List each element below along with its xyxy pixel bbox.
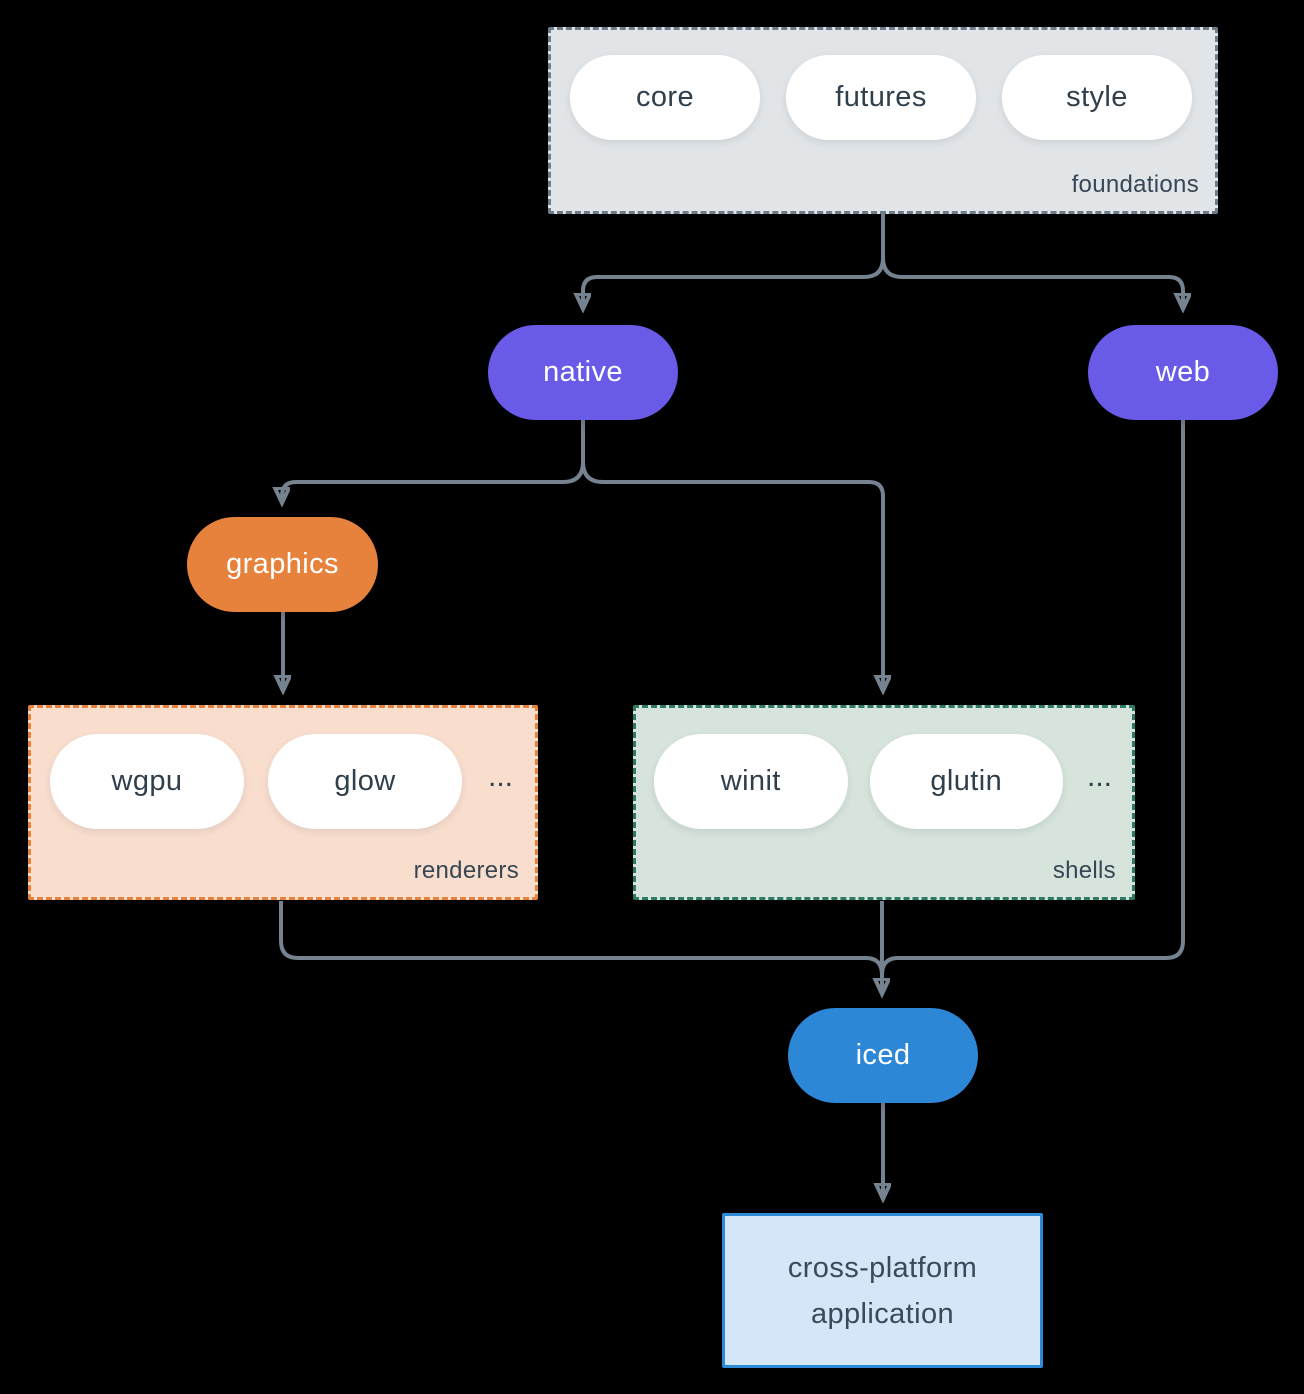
edge-renderers-iced [279, 901, 882, 993]
renderers-ellipsis: ... [488, 759, 514, 793]
node-web: web [1088, 325, 1278, 420]
edge-native-shells [581, 461, 883, 690]
edge-web-iced [880, 420, 1185, 990]
node-iced: iced [788, 1008, 978, 1103]
node-futures: futures [786, 55, 976, 140]
edge-foundations-native [583, 257, 885, 308]
application-label-line2: application [810, 1297, 955, 1330]
edge-native-graphics [282, 461, 585, 502]
node-core: core [570, 55, 760, 140]
application-label-line1: cross-platform [787, 1251, 978, 1284]
node-style: style [1002, 55, 1192, 140]
node-wgpu: wgpu [50, 734, 244, 829]
node-graphics: graphics [187, 517, 378, 612]
foundations-label: foundations [1071, 171, 1199, 198]
shells-label: shells [1052, 857, 1116, 884]
node-glutin: glutin [869, 734, 1063, 829]
group-renderers: wgpu glow ... renderers [28, 705, 538, 900]
node-application: cross-platform application [722, 1213, 1043, 1368]
shells-pill-row: winit glutin ... [654, 734, 1118, 829]
node-winit: winit [654, 734, 848, 829]
edge-foundations-web [881, 257, 1183, 308]
foundations-pill-row: core futures style [570, 55, 1192, 140]
shells-ellipsis: ... [1087, 759, 1113, 793]
node-glow: glow [268, 734, 462, 829]
renderers-pill-row: wgpu glow ... [50, 734, 519, 829]
renderers-label: renderers [413, 857, 519, 884]
group-shells: winit glutin ... shells [633, 705, 1135, 900]
node-native: native [488, 325, 678, 420]
group-foundations: core futures style foundations [548, 27, 1218, 214]
